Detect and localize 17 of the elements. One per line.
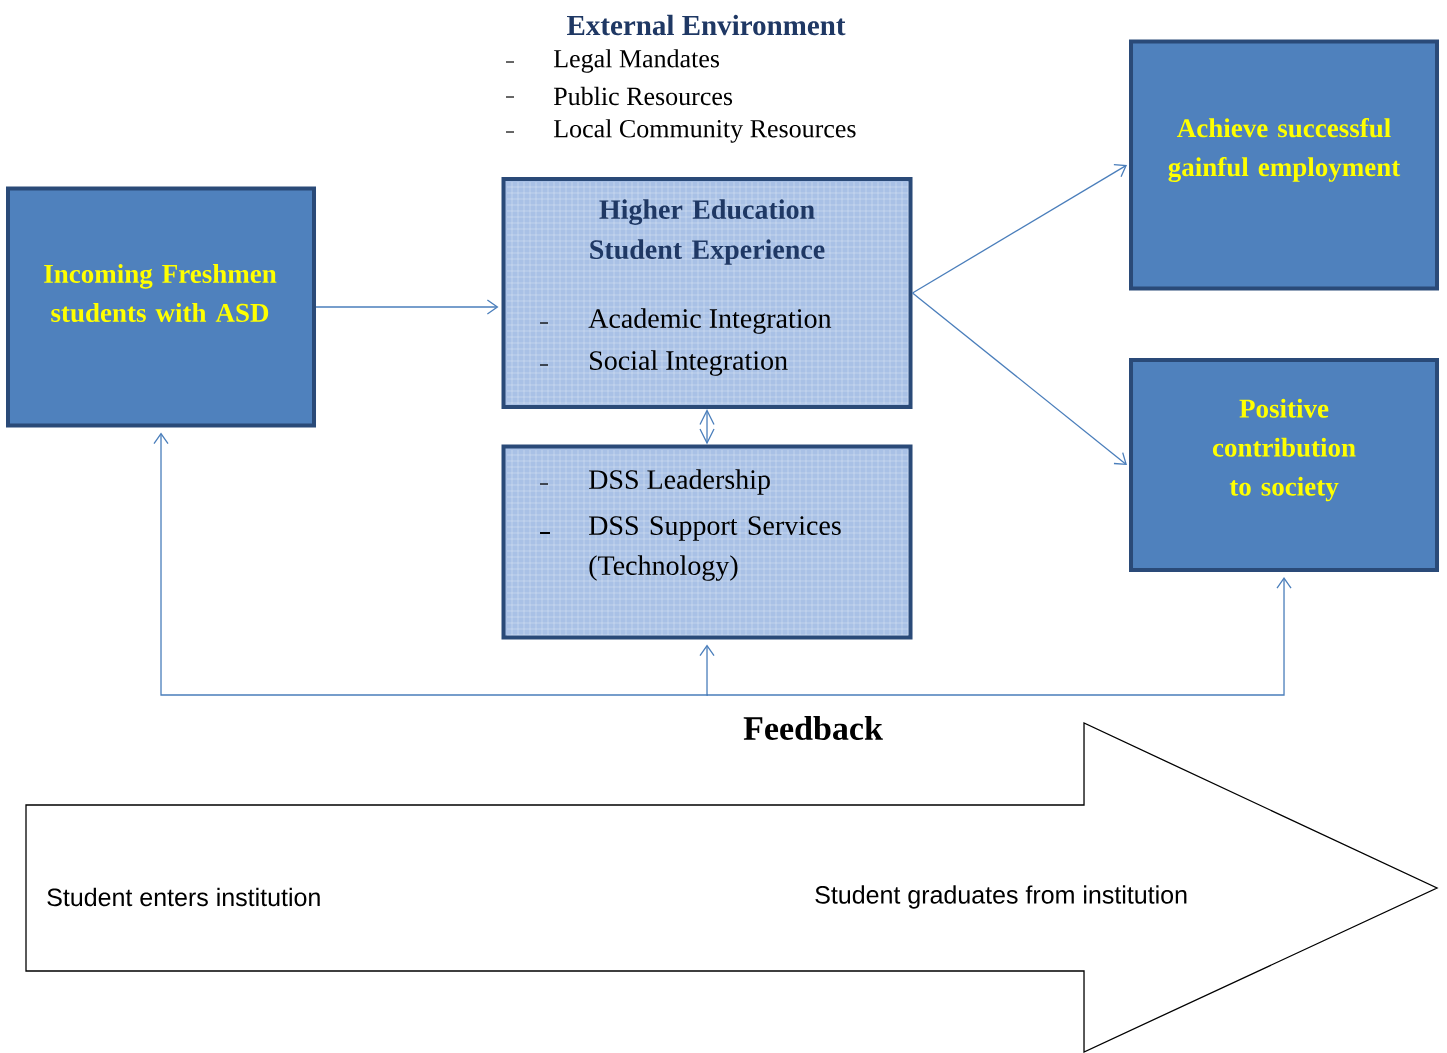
arrow <box>911 164 1127 294</box>
heading: External Environment <box>567 14 846 36</box>
process-box: Higher Education Student Experience Academic Integration Social Integration <box>501 177 913 409</box>
arrow <box>699 409 715 445</box>
arrow <box>699 644 715 696</box>
feedback-label: Feedback <box>743 716 883 740</box>
arrow <box>153 432 709 696</box>
process-box: Incoming Freshmen students with ASD <box>6 186 316 428</box>
arrow <box>707 577 1292 696</box>
list-item: Public Resources <box>553 86 733 106</box>
arrow <box>911 292 1127 465</box>
list-item: Legal Mandates <box>553 49 720 73</box>
arrow <box>315 299 499 315</box>
outcome-box: Positive contribution to society <box>1129 358 1439 572</box>
process-box: DSS Leadership DSS Support Services (Technology) <box>501 444 913 640</box>
list-item: Local Community Resources <box>553 119 856 143</box>
outcome-box: Achieve successful gainful employment <box>1129 39 1439 291</box>
